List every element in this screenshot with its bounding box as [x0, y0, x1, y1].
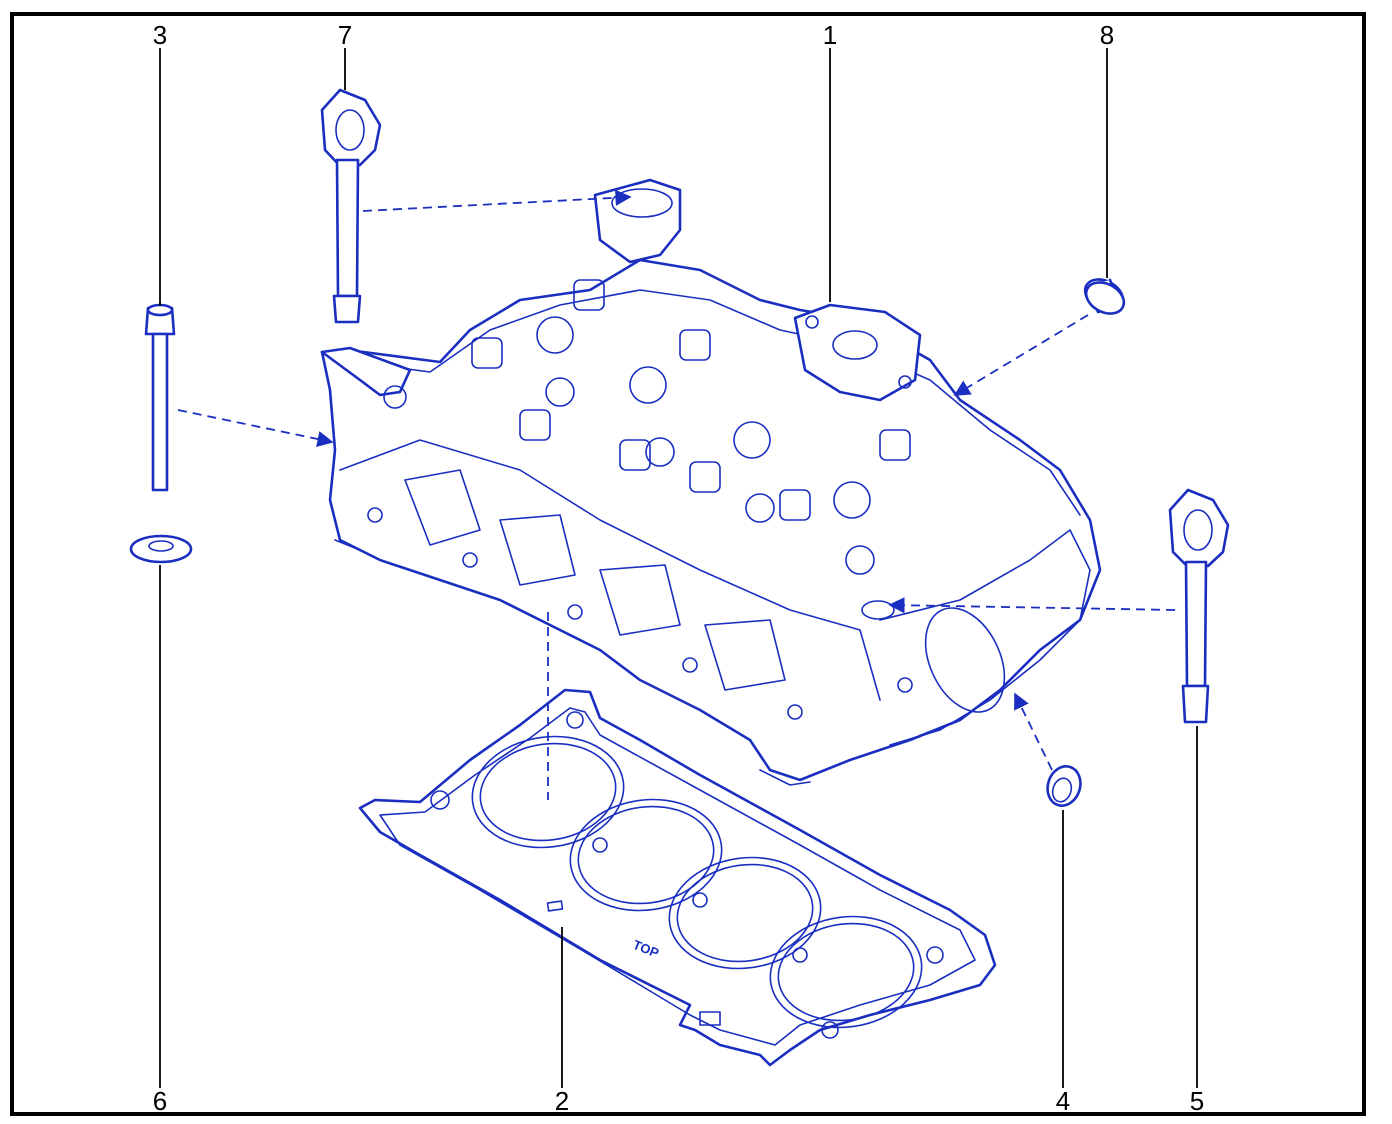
washer-6: [129, 534, 193, 564]
cylinder-head: [320, 178, 1102, 786]
callout-8: 8: [1100, 20, 1114, 50]
gasket-bore-4: [777, 922, 915, 1022]
arrow-bolt7: [362, 189, 632, 212]
arrow-bolt5: [888, 597, 1176, 614]
seal-4: [1046, 765, 1082, 807]
callout-4: 4: [1056, 1086, 1070, 1116]
callout-1: 1: [823, 20, 837, 50]
callout-6: 6: [153, 1086, 167, 1116]
callout-2: 2: [555, 1086, 569, 1116]
gasket-bore-1: [479, 742, 617, 842]
callout-3: 3: [153, 20, 167, 50]
gasket-bore-3: [676, 863, 814, 963]
install-arrows: [177, 189, 1176, 800]
gasket-bore-2: [577, 805, 715, 905]
head-bolt-3: [144, 303, 176, 492]
frame-border: [10, 12, 1366, 1116]
exhaust-ports: [404, 469, 786, 691]
eye-bolt-5: [1168, 488, 1230, 724]
eye-bolt-7: [320, 88, 382, 324]
plug-8: [1083, 278, 1126, 315]
arrow-seal4: [1014, 692, 1053, 771]
callout-5: 5: [1190, 1086, 1204, 1116]
callout-7: 7: [338, 20, 352, 50]
callout-leaders: [159, 48, 1198, 1088]
head-gasket: TOP: [358, 688, 997, 1067]
cam-towers: [471, 279, 911, 575]
arrow-plug8: [953, 314, 1089, 396]
arrow-bolt3: [177, 409, 334, 447]
callout-labels: 3 7 1 8 6 2 4 5: [153, 20, 1204, 1116]
